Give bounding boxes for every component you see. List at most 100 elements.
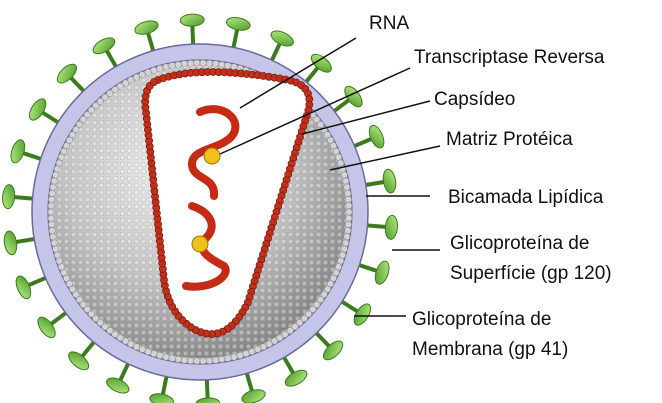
- matrix-bead: [175, 356, 181, 362]
- gp120-knob: [104, 375, 131, 396]
- matrix-bead: [339, 252, 345, 258]
- matrix-bead: [345, 196, 351, 202]
- matrix-bead: [50, 184, 56, 190]
- matrix-bead: [219, 356, 225, 362]
- matrix-bead: [61, 269, 67, 275]
- label-gp120-line2: Superfície (gp 120): [450, 262, 612, 285]
- matrix-bead: [345, 227, 351, 233]
- gp120-knob: [283, 367, 310, 389]
- matrix-bead: [175, 61, 181, 67]
- matrix-bead: [52, 246, 58, 252]
- matrix-bead: [58, 264, 64, 270]
- gp120-knob: [3, 230, 19, 256]
- matrix-bead: [219, 61, 225, 67]
- matrix-bead: [212, 357, 218, 363]
- matrix-bead: [346, 215, 352, 221]
- matrix-bead: [169, 62, 175, 68]
- matrix-bead: [200, 60, 206, 66]
- capsid-bead: [150, 79, 157, 86]
- matrix-bead: [145, 348, 151, 354]
- matrix-bead: [181, 61, 187, 67]
- matrix-bead: [345, 190, 351, 196]
- gp120-knob: [351, 301, 374, 328]
- matrix-bead: [344, 234, 350, 240]
- reverse-transcriptase-enzyme: [192, 236, 208, 252]
- matrix-bead: [344, 184, 350, 190]
- matrix-bead: [48, 196, 54, 202]
- matrix-bead: [346, 203, 352, 209]
- matrix-bead: [206, 60, 212, 66]
- matrix-bead: [341, 172, 347, 178]
- matrix-bead: [187, 60, 193, 66]
- matrix-bead: [49, 190, 55, 196]
- matrix-bead: [56, 160, 62, 166]
- gp120-knob: [196, 397, 220, 403]
- matrix-bead: [343, 240, 349, 246]
- matrix-bead: [49, 227, 55, 233]
- label-rna: RNA: [369, 12, 409, 35]
- matrix-bead: [48, 203, 54, 209]
- matrix-bead: [212, 61, 218, 67]
- matrix-bead: [51, 178, 57, 184]
- gp120-knob: [133, 19, 159, 37]
- matrix-bead: [333, 148, 339, 154]
- matrix-bead: [157, 65, 163, 71]
- gp120-knob: [382, 168, 398, 194]
- matrix-bead: [255, 346, 261, 352]
- matrix-bead: [243, 351, 249, 357]
- label-gp41-line2: Membrana (gp 41): [412, 338, 568, 361]
- matrix-bead: [163, 354, 169, 360]
- label-capsid: Capsídeo: [434, 88, 515, 111]
- matrix-bead: [48, 221, 54, 227]
- gp120-knob: [8, 138, 27, 165]
- matrix-bead: [54, 166, 60, 172]
- matrix-bead: [54, 252, 60, 258]
- gp120-knob: [180, 14, 204, 27]
- gp120-knob: [35, 314, 59, 340]
- matrix-bead: [200, 358, 206, 364]
- matrix-bead: [163, 64, 169, 70]
- label-gp41-line1: Glicoproteína de: [412, 308, 551, 331]
- matrix-bead: [194, 60, 200, 66]
- matrix-bead: [206, 358, 212, 364]
- matrix-bead: [260, 344, 266, 350]
- gp120-knob: [91, 35, 118, 57]
- matrix-bead: [50, 234, 56, 240]
- matrix-bead: [56, 258, 62, 264]
- matrix-bead: [52, 172, 58, 178]
- gp120-knob: [341, 83, 365, 109]
- matrix-bead: [169, 355, 175, 361]
- gp120-knob: [269, 28, 296, 49]
- matrix-bead: [145, 69, 151, 75]
- reverse-transcriptase-enzyme: [204, 148, 220, 164]
- matrix-bead: [335, 264, 341, 270]
- matrix-bead: [194, 358, 200, 364]
- matrix-bead: [133, 74, 139, 80]
- matrix-bead: [338, 160, 344, 166]
- matrix-bead: [151, 67, 157, 73]
- matrix-bead: [335, 154, 341, 160]
- matrix-bead: [338, 258, 344, 264]
- matrix-bead: [341, 246, 347, 252]
- matrix-bead: [51, 240, 57, 246]
- gp120-knob: [13, 274, 33, 301]
- matrix-bead: [237, 352, 243, 358]
- matrix-bead: [225, 355, 231, 361]
- gp120-knob: [2, 184, 16, 209]
- matrix-bead: [249, 348, 255, 354]
- matrix-bead: [187, 358, 193, 364]
- matrix-bead: [181, 357, 187, 363]
- matrix-bead: [346, 209, 352, 215]
- gp120-knob: [26, 96, 49, 123]
- matrix-bead: [139, 346, 145, 352]
- matrix-bead: [231, 354, 237, 360]
- matrix-bead: [48, 209, 54, 215]
- label-transcriptase: Transcriptase Reversa: [414, 46, 604, 69]
- label-bilayer: Bicamada Lipídica: [448, 186, 603, 209]
- matrix-bead: [345, 221, 351, 227]
- gp120-knob: [366, 123, 386, 150]
- matrix-bead: [151, 351, 157, 357]
- matrix-bead: [58, 154, 64, 160]
- gp120-knob: [373, 259, 392, 286]
